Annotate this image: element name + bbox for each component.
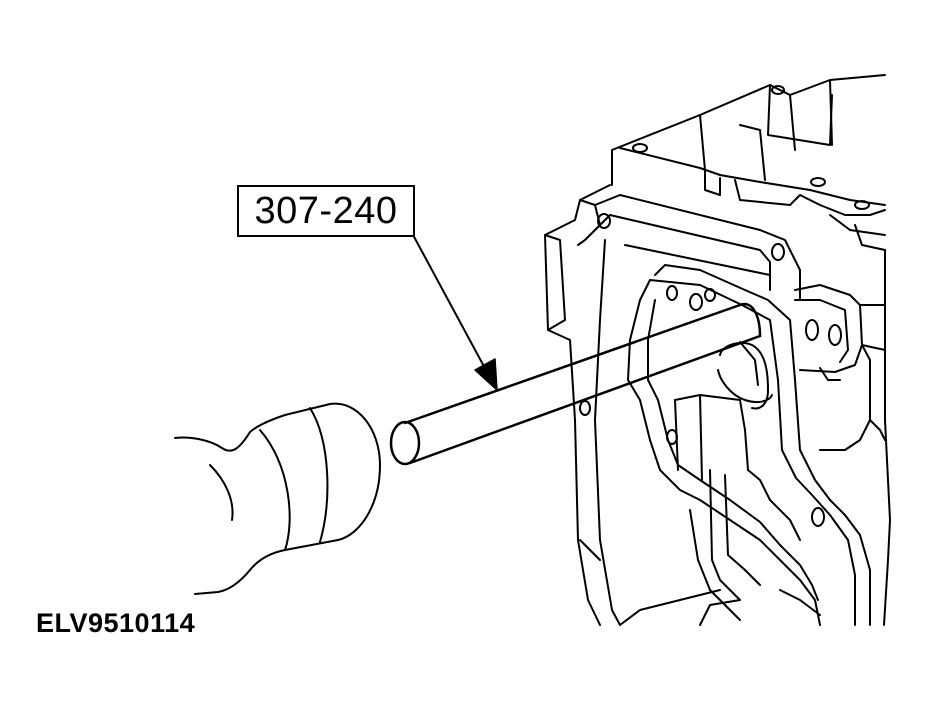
transmission-housing	[545, 75, 890, 625]
driver-handle	[175, 404, 380, 594]
tool-number-label: 307-240	[254, 189, 398, 232]
figure-id-label: ELV9510114	[36, 608, 196, 638]
installer-rod-307-240	[391, 304, 760, 464]
leader-arrow	[412, 233, 497, 390]
tool-number-callout: 307-240	[237, 185, 415, 237]
